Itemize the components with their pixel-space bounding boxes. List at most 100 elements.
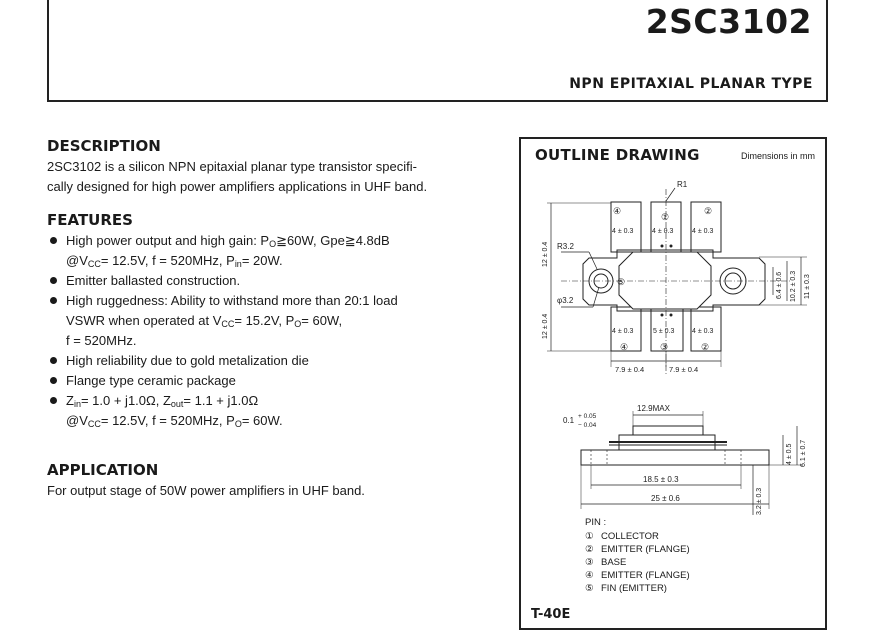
features-list: High power output and high gain: PO≧60W,… — [47, 231, 477, 431]
dimensions-note: Dimensions in mm — [740, 151, 815, 161]
label-tol-minus: − 0.04 — [578, 422, 597, 429]
pin-number: ① — [585, 531, 594, 542]
label-lead-width-base: 5 ± 0.3 — [653, 328, 674, 335]
description-text: 2SC3102 is a silicon NPN epitaxial plana… — [47, 157, 477, 197]
feature-text: f = 520MHz. — [66, 333, 137, 348]
feature-text: High ruggedness: Ability to withstand mo… — [66, 293, 398, 308]
feature-text: @V — [66, 253, 88, 268]
feature-text: = 60W, — [301, 313, 343, 328]
pin-heading: PIN : — [585, 517, 607, 528]
outline-title: OUTLINE DRAWING — [535, 146, 700, 164]
feature-text: = 60W. — [241, 413, 283, 428]
feature-text: = 20W. — [241, 253, 283, 268]
lead-emitter-bottom-right — [690, 306, 722, 352]
pin-number: ③ — [585, 557, 594, 568]
feature-text: = 1.1 + j1.0Ω — [183, 393, 259, 408]
description-line: cally designed for high power amplifiers… — [47, 179, 428, 194]
label-pin1: ① — [661, 212, 669, 222]
label-25: 25 ± 0.6 — [651, 494, 680, 503]
pin-name: COLLECTOR — [601, 531, 659, 542]
header-frame: 2SC3102 NPN EPITAXIAL PLANAR TYPE — [47, 0, 828, 102]
label-pin2-bottom: ② — [701, 342, 709, 352]
pin-row: ② EMITTER (FLANGE) — [585, 543, 690, 556]
pin-name: BASE — [601, 557, 627, 568]
feature-subscript: O — [234, 419, 242, 429]
label-width-11: 11 ± 0.3 — [804, 274, 811, 299]
feature-subscript: O — [294, 319, 302, 329]
feature-subscript: in — [73, 399, 81, 409]
feature-text: = 1.0 + j1.0Ω, Z — [80, 393, 171, 408]
description-line: 2SC3102 is a silicon NPN epitaxial plana… — [47, 159, 417, 174]
feature-text: Flange type ceramic package — [66, 373, 236, 388]
label-lead-thickness: 0.1 — [563, 416, 575, 425]
feature-item: Flange type ceramic package — [47, 371, 477, 391]
label-r32: R3.2 — [557, 242, 574, 251]
feature-subscript: CC — [221, 319, 235, 329]
feature-subscript: in — [234, 259, 242, 269]
label-3-2: 3.2 ± 0.3 — [756, 488, 763, 515]
side-view — [580, 411, 803, 515]
outline-drawing-panel: OUTLINE DRAWING Dimensions in mm — [519, 137, 827, 630]
lead-emitter-top-right — [690, 201, 722, 253]
feature-text: = 15.2V, P — [234, 313, 295, 328]
pin-row: ④ EMITTER (FLANGE) — [585, 569, 690, 582]
package-outline-svg: R1 R3.2 φ3.2 ④ ① ② 4 ± 0.3 4 ± 0.3 4 ± 0… — [542, 180, 811, 515]
label-height-bottom: 12 ± 0.4 — [542, 314, 549, 339]
pin-row: ① COLLECTOR — [585, 530, 690, 543]
label-width-102: 10.2 ± 0.3 — [790, 271, 797, 302]
pin-list: PIN : ① COLLECTOR ② EMITTER (FLANGE) ③ BASE… — [585, 516, 690, 595]
feature-text: @V — [66, 413, 88, 428]
label-pin4-top: ④ — [613, 206, 621, 216]
label-tol-plus: + 0.05 — [578, 413, 597, 420]
pin-number: ⑤ — [585, 583, 594, 594]
application-text: For output stage of 50W power amplifiers… — [47, 483, 365, 498]
feature-text: High reliability due to gold metalizatio… — [66, 353, 309, 368]
label-lead-width: 4 ± 0.3 — [692, 228, 713, 235]
feature-subscript: O — [269, 239, 277, 249]
label-height-61: 6.1 ± 0.7 — [800, 440, 807, 467]
feature-text: Emitter ballasted construction. — [66, 273, 241, 288]
label-lead-width: 4 ± 0.3 — [612, 228, 633, 235]
feature-item: Emitter ballasted construction. — [47, 271, 477, 291]
pin-row: ③ BASE — [585, 556, 690, 569]
lead-emitter-top-left — [610, 201, 642, 253]
r1-leader — [665, 187, 676, 202]
features-heading: FEATURES — [47, 211, 133, 229]
feature-text: ≧60W, Gpe≧4.8dB — [276, 233, 390, 248]
transistor-type: NPN EPITAXIAL PLANAR TYPE — [569, 76, 813, 92]
label-height-top: 12 ± 0.4 — [542, 242, 549, 267]
feature-item: High ruggedness: Ability to withstand mo… — [47, 291, 477, 351]
feature-text: Z — [66, 393, 74, 408]
phi-leader — [592, 286, 600, 308]
feature-subscript: CC — [87, 419, 101, 429]
feature-text: High power output and high gain: P — [66, 233, 270, 248]
label-pitch: 7.9 ± 0.4 — [669, 365, 698, 374]
lead-dot — [660, 244, 664, 248]
drawing-labels: R1 R3.2 φ3.2 ④ ① ② 4 ± 0.3 4 ± 0.3 4 ± 0… — [542, 180, 811, 515]
application-section: APPLICATION For output stage of 50W powe… — [47, 461, 477, 501]
part-number-title: 2SC3102 — [645, 2, 812, 41]
pin-name: EMITTER (FLANGE) — [601, 544, 690, 555]
feature-subscript: CC — [87, 259, 101, 269]
feature-item: High power output and high gain: PO≧60W,… — [47, 231, 477, 271]
pin-number: ④ — [585, 570, 594, 581]
lead-dot — [660, 313, 664, 317]
label-pitch: 7.9 ± 0.4 — [615, 365, 644, 374]
feature-item: Zin= 1.0 + j1.0Ω, Zout= 1.1 + j1.0Ω @VCC… — [47, 391, 477, 431]
label-18-5: 18.5 ± 0.3 — [643, 475, 679, 484]
pin-number: ② — [585, 544, 594, 555]
label-pin5: ⑤ — [617, 277, 625, 287]
label-height-4: 4 ± 0.5 — [786, 444, 793, 465]
label-pin2-top: ② — [704, 206, 712, 216]
package-code: T-40E — [531, 607, 571, 622]
top-view — [547, 187, 807, 374]
application-heading: APPLICATION — [47, 461, 159, 479]
r32-leader — [588, 251, 598, 270]
features-section: FEATURES High power output and high gain… — [47, 211, 477, 431]
description-heading: DESCRIPTION — [47, 137, 161, 155]
ceramic-body — [618, 251, 712, 310]
pin-name: EMITTER (FLANGE) — [601, 570, 690, 581]
side-lid — [632, 425, 704, 436]
label-phi32: φ3.2 — [557, 296, 574, 305]
